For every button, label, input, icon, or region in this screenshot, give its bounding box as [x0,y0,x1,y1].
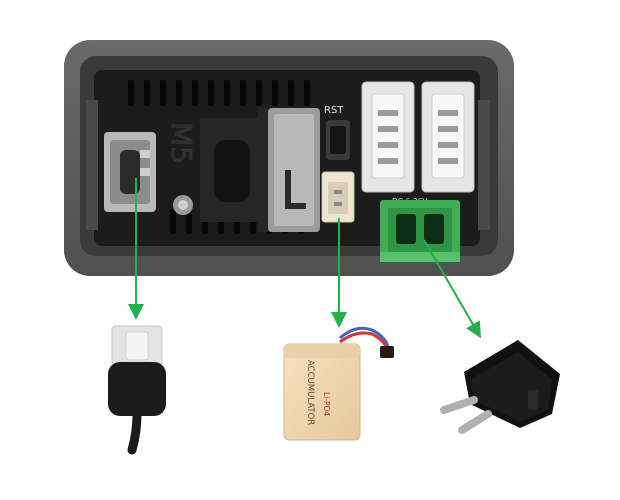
power-adapter-icon [440,340,560,434]
left-clip [86,100,98,230]
device: M5 RST [64,40,514,276]
power-terminal[interactable] [380,200,460,262]
arrows [128,178,482,339]
reset-button[interactable] [326,120,350,160]
battery-label-main: ACCUMULATOR [305,360,315,425]
screw [173,195,193,215]
bay-recess [214,140,250,202]
right-clip [478,100,490,230]
battery-label-chem: Li-PO4 [322,392,331,416]
device-logo: M5 [165,122,198,164]
arrow-adapter [423,239,482,339]
reset-label: RST [324,105,344,116]
metal-shield [268,108,320,232]
usb-cable-icon [108,325,166,455]
battery-icon: ACCUMULATOR Li-PO4 [283,326,394,441]
grove-connector-2[interactable] [421,81,475,193]
top-vents [128,80,310,106]
battery-connector[interactable] [321,171,355,223]
usb-c-port[interactable] [104,132,156,212]
grove-connector-1[interactable] [361,81,415,193]
